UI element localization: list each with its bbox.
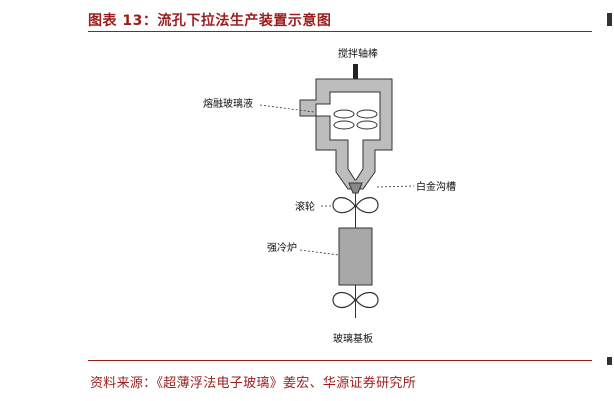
- source-note: 资料来源：《超薄浮法电子玻璃》姜宏、华源证券研究所: [90, 376, 417, 391]
- lower-rollers: [332, 291, 379, 309]
- stir-blades: [333, 109, 378, 130]
- figure-title: 图表 13：流孔下拉法生产装置示意图: [88, 13, 332, 29]
- label-annealing-furnace: 强冷炉: [267, 241, 297, 254]
- right-edge-mark-top: [607, 13, 612, 26]
- annealing-furnace: [338, 227, 373, 286]
- upper-rollers: [332, 197, 379, 214]
- label-stir-shaft: 搅拌轴棒: [338, 47, 378, 60]
- source-rule: [88, 360, 592, 361]
- molten-glass-chamber: [315, 91, 381, 181]
- label-roller: 滚轮: [295, 200, 315, 213]
- label-glass-substrate: 玻璃基板: [333, 332, 373, 345]
- leader-lines: [259, 104, 415, 256]
- label-platinum-channel: 白金沟槽: [416, 180, 456, 193]
- label-molten-glass: 熔融玻璃液: [203, 97, 253, 110]
- platinum-channel: [348, 182, 363, 194]
- right-edge-mark-bottom: [607, 357, 612, 365]
- title-underline: [88, 31, 592, 32]
